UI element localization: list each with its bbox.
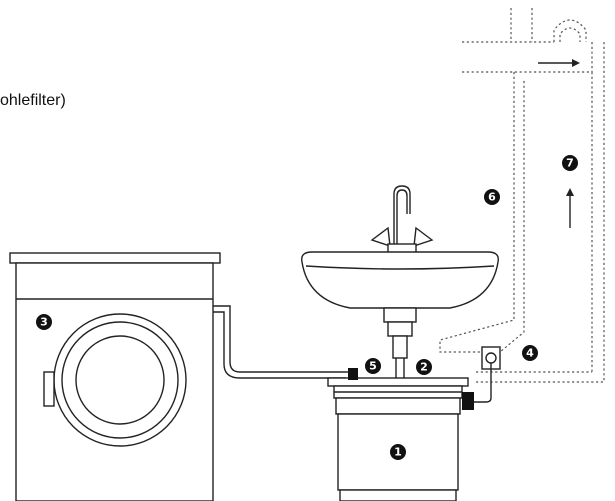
power-outlet-icon bbox=[474, 346, 501, 403]
marker-1: 1 bbox=[390, 444, 406, 460]
marker-3-label: 3 bbox=[40, 316, 48, 329]
marker-6-label: 6 bbox=[488, 191, 496, 204]
sink bbox=[301, 185, 499, 378]
washing-machine bbox=[9, 252, 355, 501]
marker-2: 2 bbox=[416, 359, 432, 375]
marker-5-label: 5 bbox=[369, 360, 377, 373]
exhaust-duct bbox=[439, 8, 605, 383]
arrow-up-icon bbox=[566, 188, 574, 228]
marker-4: 4 bbox=[522, 345, 538, 361]
marker-1-label: 1 bbox=[394, 446, 402, 459]
marker-4-label: 4 bbox=[526, 347, 534, 360]
filter-unit bbox=[327, 368, 474, 501]
marker-7: 7 bbox=[562, 155, 578, 171]
marker-2-label: 2 bbox=[420, 361, 428, 374]
caption-text: ohlefilter) bbox=[0, 92, 66, 109]
marker-3: 3 bbox=[36, 314, 52, 330]
marker-6: 6 bbox=[484, 189, 500, 205]
marker-7-label: 7 bbox=[566, 157, 574, 170]
arrow-right-icon bbox=[538, 59, 580, 67]
marker-5: 5 bbox=[365, 358, 381, 374]
